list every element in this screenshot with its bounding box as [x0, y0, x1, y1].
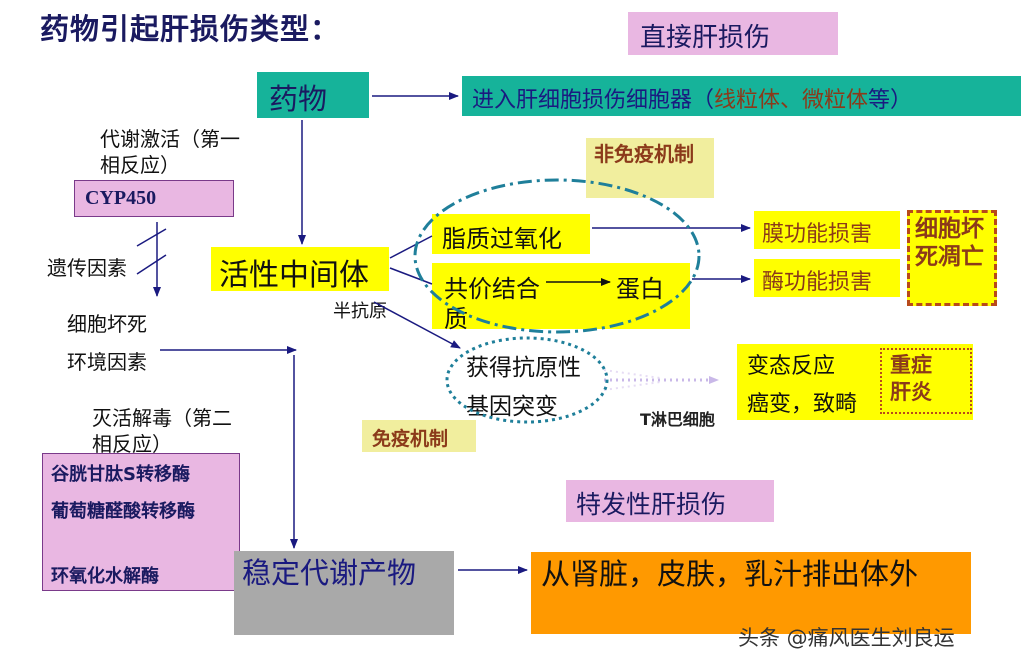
phase2-enzyme-2: 葡萄糖醛酸转移酶 [51, 501, 195, 522]
phase2-enzyme-1: 谷胱甘肽S转移酶 [51, 464, 190, 485]
cyp450-text: CYP450 [85, 187, 157, 209]
non-immune-label: 非免疫机制 [586, 138, 714, 198]
metabolic-activation-text: 代谢激活（第一相反应） [100, 127, 240, 177]
active-intermediate-text: 活性中间体 [219, 258, 369, 293]
enter-cell-highlight: 线粒体、微粒体 [714, 88, 869, 113]
watermark-text: 头条 @痛风医生刘良运 [738, 626, 955, 650]
immune-ellipse [445, 336, 609, 424]
allergic-cancer-box: 变态反应 癌变，致畸 [737, 344, 973, 420]
non-immune-text: 非免疫机制 [594, 142, 694, 166]
idiosyncratic-text: 特发性肝损伤 [576, 490, 727, 519]
line-to-lipid [389, 235, 433, 259]
active-intermediate-box: 活性中间体 [211, 247, 389, 293]
arrow-hapten-to-antigen [373, 301, 461, 349]
stable-metabolite-text: 稳定代谢产物 [242, 556, 417, 590]
lipid-peroxidation-box: 脂质过氧化 [432, 214, 590, 254]
immune-label: 免疫机制 [362, 420, 476, 452]
line-to-covalent [389, 267, 433, 285]
membrane-damage-text: 膜功能损害 [762, 222, 873, 247]
non-immune-ellipse [413, 178, 701, 334]
env-factor-text: 环境因素 [67, 350, 147, 374]
direct-injury-label: 直接肝损伤 [628, 12, 838, 55]
cell-necrosis-text: 细胞坏死 [67, 312, 147, 336]
idiosyncratic-label: 特发性肝损伤 [566, 480, 774, 522]
line-antigen-lower-fade [603, 381, 661, 391]
line-genetic-lower [136, 254, 167, 275]
excretion-text: 从肾脏，皮肤，乳汁排出体外 [541, 557, 919, 591]
page-title: 药物引起肝损伤类型： [40, 12, 341, 46]
drug-box: 药物 [257, 72, 369, 118]
covalent-left-text: 共价结合 [444, 275, 540, 303]
cell-death-box: 细胞坏死凋亡 [907, 210, 997, 306]
excretion-box: 从肾脏，皮肤，乳汁排出体外 [531, 552, 971, 634]
phase2-enzyme-3: 环氧化水解酶 [51, 566, 159, 587]
hapten-text: 半抗原 [333, 301, 387, 322]
membrane-damage-box: 膜功能损害 [754, 211, 900, 249]
stable-metabolite-box: 稳定代谢产物 [234, 551, 454, 635]
severe-hepatitis-text: 重症肝炎 [890, 353, 932, 404]
direct-injury-text: 直接肝损伤 [640, 23, 771, 53]
allergic-text: 变态反应 [747, 354, 836, 379]
enter-cell-box: 进入肝细胞损伤细胞器（线粒体、微粒体等） [462, 76, 1021, 116]
line-genetic-upper [136, 228, 167, 247]
enter-cell-text: 进入肝细胞损伤细胞器（线粒体、微粒体等） [472, 82, 912, 114]
severe-hepatitis-box: 重症肝炎 [880, 348, 972, 414]
enter-cell-suffix: 等） [868, 88, 913, 113]
cancer-text: 癌变，致畸 [747, 392, 858, 417]
t-lymph-text: T淋巴细胞 [640, 410, 715, 429]
gene-mutation-text: 基因突变 [466, 394, 558, 420]
covalent-right-text: 蛋白 [616, 275, 664, 303]
line-antigen-upper-fade [603, 369, 661, 379]
phase2-enzymes-box: 谷胱甘肽S转移酶 葡萄糖醛酸转移酶 环氧化水解酶 [42, 453, 240, 591]
drug-text: 药物 [269, 82, 328, 116]
enzyme-damage-text: 酶功能损害 [762, 270, 873, 295]
cyp450-box: CYP450 [74, 180, 234, 217]
lipid-peroxidation-text: 脂质过氧化 [442, 225, 562, 253]
inactivation-text: 灭活解毒（第二相反应） [92, 406, 232, 456]
genetic-factor-text: 遗传因素 [47, 256, 127, 280]
enter-cell-prefix: 进入肝细胞损伤细胞器（ [472, 88, 715, 113]
cell-death-text: 细胞坏死凋亡 [915, 216, 984, 270]
immune-text: 免疫机制 [372, 428, 449, 450]
antigen-text: 获得抗原性 [466, 355, 581, 381]
enzyme-damage-box: 酶功能损害 [754, 259, 900, 297]
